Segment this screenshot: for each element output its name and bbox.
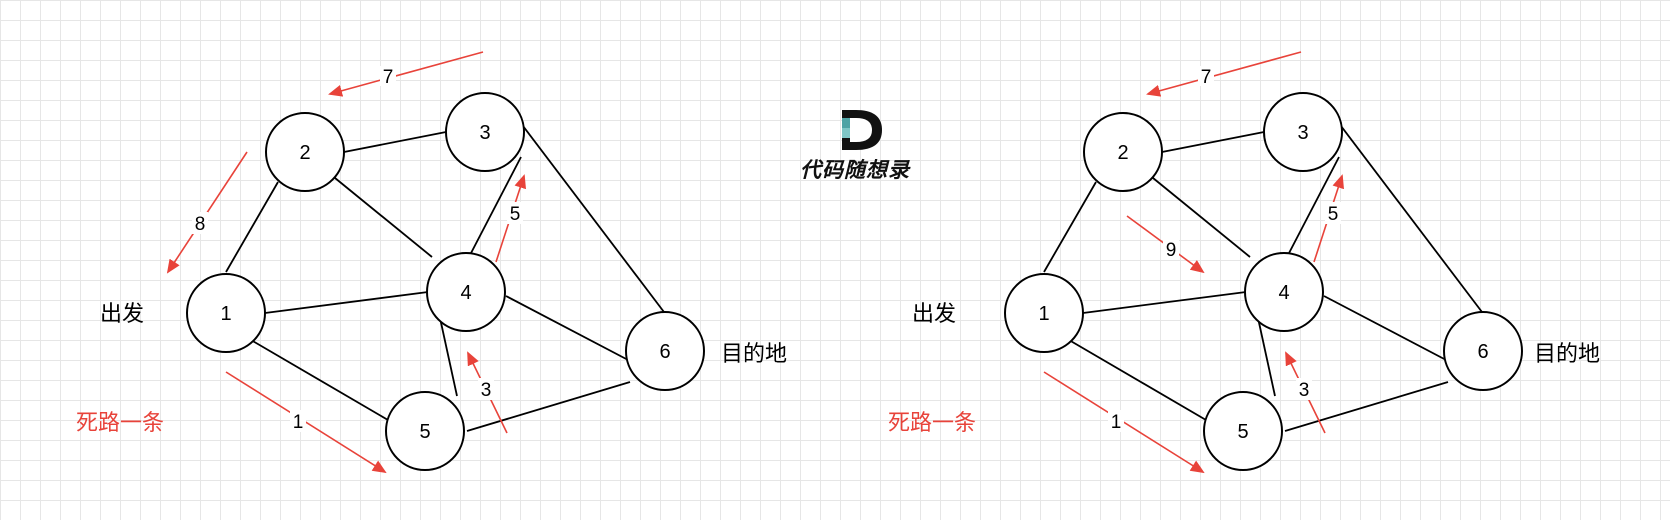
node-2-label: 2 [1117, 142, 1128, 164]
edge-5-6 [1284, 381, 1449, 432]
weight-label-5: 5 [510, 204, 521, 225]
edge-1-2 [1043, 181, 1097, 273]
node-6-label: 6 [659, 341, 670, 363]
node-4-label: 4 [460, 282, 471, 304]
edge-4-6 [505, 295, 631, 362]
edge-1-5 [250, 339, 389, 421]
logo: 代码随想录 [786, 104, 924, 184]
weight-bg-1 [1108, 410, 1124, 432]
arrow-weight-7 [328, 51, 484, 97]
node-3-label: 3 [1297, 122, 1308, 144]
edge-2-3 [1161, 131, 1265, 153]
node-3: 3 [1263, 92, 1343, 172]
arrows-right: 7 9 5 3 1 [1043, 51, 1344, 474]
arrow-weight-7 [1146, 51, 1302, 97]
weight-label-1: 1 [293, 412, 304, 433]
edge-3-4 [1287, 156, 1340, 256]
node-1: 1 [1004, 273, 1084, 353]
edge-2-3 [343, 131, 447, 153]
weight-label-9: 9 [1166, 240, 1177, 261]
node-1-label: 1 [220, 303, 231, 325]
node-6: 6 [625, 311, 705, 391]
node-5: 5 [385, 391, 465, 471]
edge-2-4 [1152, 177, 1251, 258]
weight-label-8: 8 [195, 214, 206, 235]
weight-bg-5 [507, 202, 523, 224]
weight-label-1: 1 [1111, 412, 1122, 433]
edges-left [225, 125, 668, 432]
edge-3-6 [1340, 125, 1486, 317]
weight-bg-7 [380, 66, 396, 86]
weight-label-5: 5 [1328, 204, 1339, 225]
weight-label-3: 3 [481, 380, 492, 401]
weight-bg-7 [1198, 66, 1214, 86]
graph-right: 7 9 5 3 1 1 2 3 [1004, 51, 1523, 474]
arrows-left: 7 8 5 3 1 [166, 51, 526, 474]
edge-1-2 [225, 181, 279, 273]
edge-4-5 [439, 317, 458, 397]
weight-bg-5 [1325, 202, 1341, 224]
edge-2-4 [334, 177, 433, 258]
weight-label-7: 7 [383, 67, 394, 88]
graph-left: 7 8 5 3 1 1 2 3 [166, 51, 705, 474]
edge-5-6 [466, 381, 631, 432]
edge-1-4 [1082, 291, 1247, 314]
edge-3-4 [469, 156, 522, 256]
node-1-label: 1 [1038, 303, 1049, 325]
edge-3-6 [522, 125, 668, 317]
dead-end-label-right: 死路一条 [888, 410, 977, 435]
edge-4-6 [1323, 295, 1449, 362]
start-label-right: 出发 [912, 301, 957, 326]
node-6-label: 6 [1477, 341, 1488, 363]
node-3-label: 3 [479, 122, 490, 144]
node-6: 6 [1443, 311, 1523, 391]
edges-right [1043, 125, 1486, 432]
node-4-label: 4 [1278, 282, 1289, 304]
node-4: 4 [426, 252, 506, 332]
weight-label-7: 7 [1201, 67, 1212, 88]
edge-4-5 [1257, 317, 1276, 397]
node-5: 5 [1203, 391, 1283, 471]
destination-label-right: 目的地 [1534, 341, 1601, 366]
destination-label-left: 目的地 [721, 341, 788, 366]
node-3: 3 [445, 92, 525, 172]
weight-bg-3 [478, 378, 494, 400]
weight-bg-3 [1296, 378, 1312, 400]
node-5-label: 5 [419, 421, 430, 443]
logo-text: 代码随想录 [800, 157, 910, 182]
weight-bg-9 [1163, 238, 1179, 260]
start-label-left: 出发 [100, 301, 145, 326]
weight-bg-1 [290, 410, 306, 432]
edge-1-5 [1068, 339, 1207, 421]
logo-d-icon [842, 110, 882, 150]
edge-1-4 [264, 291, 429, 314]
weight-label-3: 3 [1299, 380, 1310, 401]
node-2: 2 [1083, 112, 1163, 192]
node-2-label: 2 [299, 142, 310, 164]
dead-end-label-left: 死路一条 [76, 410, 165, 435]
node-2: 2 [265, 112, 345, 192]
weight-bg-8 [192, 212, 208, 234]
node-5-label: 5 [1237, 421, 1248, 443]
node-1: 1 [186, 273, 266, 353]
nodes-right: 1 2 3 4 5 6 [1004, 92, 1523, 471]
nodes-left: 1 2 3 4 5 6 [186, 92, 705, 471]
node-4: 4 [1244, 252, 1324, 332]
